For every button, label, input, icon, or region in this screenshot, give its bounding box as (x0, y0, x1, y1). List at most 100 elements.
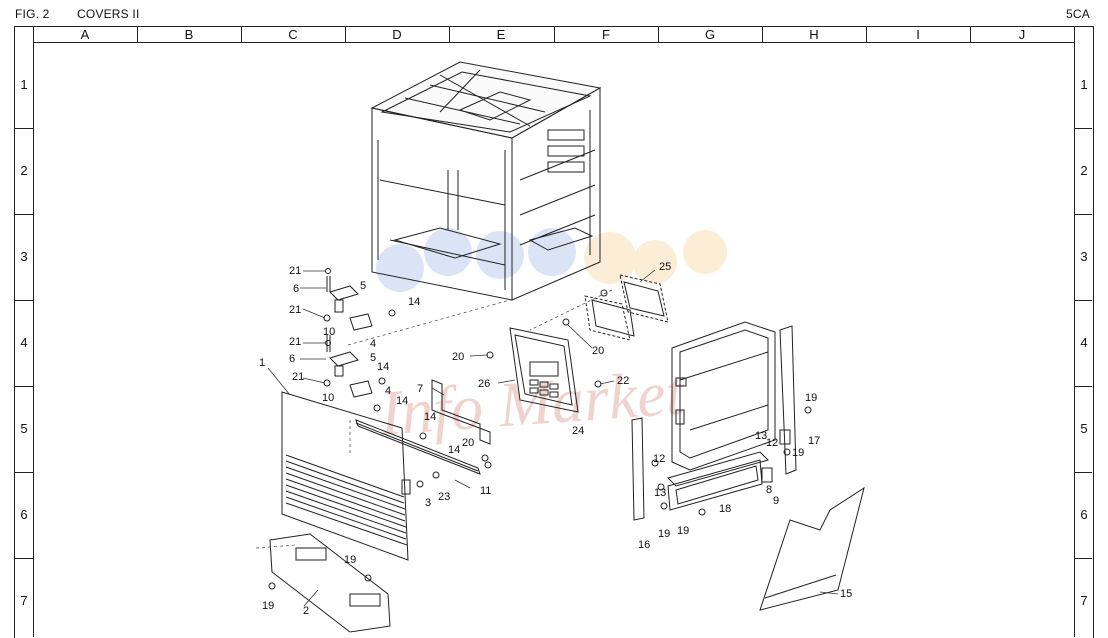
callout-19: 19 (805, 392, 817, 404)
callout-5: 5 (360, 280, 366, 292)
callout-5: 5 (370, 352, 376, 364)
column-divider (137, 26, 138, 42)
callout-6: 6 (293, 283, 299, 295)
callout-10: 10 (323, 326, 335, 338)
column-divider (762, 26, 763, 42)
callout-21: 21 (289, 304, 301, 316)
column-divider (554, 26, 555, 42)
callout-26: 26 (478, 378, 490, 390)
row-divider (14, 128, 33, 129)
callout-23: 23 (438, 491, 450, 503)
side-cover-part-16 (631, 417, 645, 521)
callout-20: 20 (592, 345, 604, 357)
column-label-g: G (704, 27, 716, 42)
row-divider (1074, 128, 1092, 129)
tray-part-18 (667, 451, 773, 511)
lower-cover-part-2 (268, 533, 391, 633)
row-label-5-left: 5 (20, 421, 28, 436)
column-divider (345, 26, 346, 42)
bracket-part-25 (584, 274, 669, 341)
callout-13: 13 (755, 430, 767, 442)
row-label-6-right: 6 (1080, 507, 1088, 522)
figure-code: 5CA (1066, 7, 1090, 21)
column-label-f: F (602, 27, 610, 42)
column-label-b: B (184, 27, 194, 42)
column-label-e: E (496, 27, 506, 42)
callout-9: 9 (773, 495, 779, 507)
row-label-4-left: 4 (20, 335, 28, 350)
callout-6: 6 (289, 353, 295, 365)
cover-sheet-part-15 (759, 486, 865, 611)
row-label-5-right: 5 (1080, 421, 1088, 436)
column-divider (241, 26, 242, 42)
callout-25: 25 (659, 261, 671, 273)
callout-24: 24 (572, 425, 584, 437)
callout-15: 15 (840, 588, 852, 600)
column-label-c: C (288, 27, 298, 42)
screw-part-13 (657, 483, 665, 491)
callout-14: 14 (377, 361, 389, 373)
screw-part-19-right (804, 406, 812, 414)
row-divider (14, 558, 33, 559)
screw-part-19-side (660, 502, 668, 510)
screw-part-23 (432, 471, 440, 479)
grid-left-inner-border (33, 26, 34, 637)
column-label-i: I (916, 27, 920, 42)
row-label-1-right: 1 (1080, 77, 1088, 92)
row-divider (1074, 300, 1092, 301)
bracket-part-7 (419, 379, 492, 469)
column-divider (449, 26, 450, 42)
row-divider (14, 300, 33, 301)
row-divider (1074, 214, 1092, 215)
callout-21: 21 (289, 265, 301, 277)
guide-part-17 (779, 325, 797, 475)
alignment-dash-lines (255, 289, 613, 549)
callout-19: 19 (344, 554, 356, 566)
figure-title: COVERS II (77, 7, 140, 21)
grid-right-inner-border (1074, 26, 1075, 637)
rail-part-11 (355, 419, 481, 475)
callout-12: 12 (766, 437, 778, 449)
callout-20: 20 (462, 437, 474, 449)
column-label-a: A (80, 27, 90, 42)
callout-19: 19 (262, 600, 274, 612)
callout-7: 7 (417, 383, 423, 395)
front-cover-part-1 (281, 391, 411, 561)
screw-part-19-lower (783, 448, 791, 456)
callout-11: 11 (480, 485, 491, 497)
callout-19: 19 (658, 528, 670, 540)
callout-19: 19 (677, 525, 689, 537)
callout-22: 22 (617, 375, 629, 387)
row-label-1-left: 1 (20, 77, 28, 92)
screw-part-12 (651, 459, 659, 467)
callout-2: 2 (303, 605, 309, 617)
row-label-3-right: 3 (1080, 249, 1088, 264)
row-label-2-right: 2 (1080, 163, 1088, 178)
screw-part-19-tray (698, 508, 706, 516)
row-label-4-right: 4 (1080, 335, 1088, 350)
column-divider (970, 26, 971, 42)
callout-18: 18 (719, 503, 731, 515)
row-label-7-right: 7 (1080, 593, 1088, 608)
column-divider (866, 26, 867, 42)
callout-21: 21 (289, 336, 301, 348)
row-divider (1074, 472, 1092, 473)
callout-8: 8 (766, 484, 772, 496)
column-label-h: H (809, 27, 819, 42)
column-header-row (33, 26, 1074, 43)
row-label-2-left: 2 (20, 163, 28, 178)
row-divider (1074, 386, 1092, 387)
main-frame-chassis (370, 61, 602, 301)
callout-14: 14 (396, 395, 408, 407)
duplex-unit-assembly (671, 321, 776, 471)
row-label-7-left: 7 (20, 593, 28, 608)
row-divider (14, 472, 33, 473)
column-divider (658, 26, 659, 42)
callout-17: 17 (808, 435, 820, 447)
callout-14: 14 (408, 296, 420, 308)
washer-part-3 (416, 480, 424, 488)
callout-1: 1 (259, 357, 265, 369)
callout-13: 13 (654, 487, 666, 499)
row-divider (14, 386, 33, 387)
